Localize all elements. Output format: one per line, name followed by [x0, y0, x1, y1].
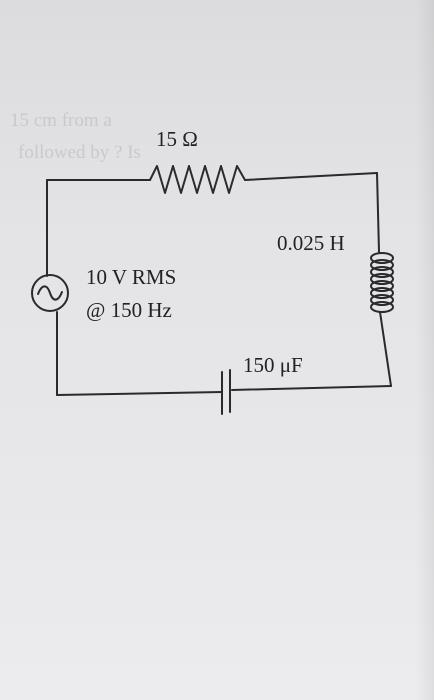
inductor-label: 0.025 H	[277, 231, 345, 255]
wire-bottom-right	[231, 385, 392, 391]
capacitor-icon	[221, 369, 231, 415]
wire-bottom-left	[56, 391, 223, 396]
resistor-label: 15 Ω	[156, 127, 198, 151]
inductor-coil-icon	[370, 252, 394, 313]
capacitor-label: 150 μF	[243, 353, 303, 377]
wire-right-upper	[376, 172, 380, 253]
source-voltage-label: 10 V RMS	[86, 265, 177, 289]
wire-top-right	[244, 172, 378, 181]
bleed-through-text-2: followed by ? Is	[18, 142, 141, 163]
edge-shadow	[416, 0, 434, 700]
source-frequency-label: @ 150 Hz	[86, 298, 172, 322]
resistor-zigzag-icon	[149, 165, 246, 194]
wire-right-lower	[379, 311, 392, 387]
bleed-through-text-1: 15 cm from a	[10, 110, 112, 131]
ac-source-icon	[31, 274, 69, 312]
